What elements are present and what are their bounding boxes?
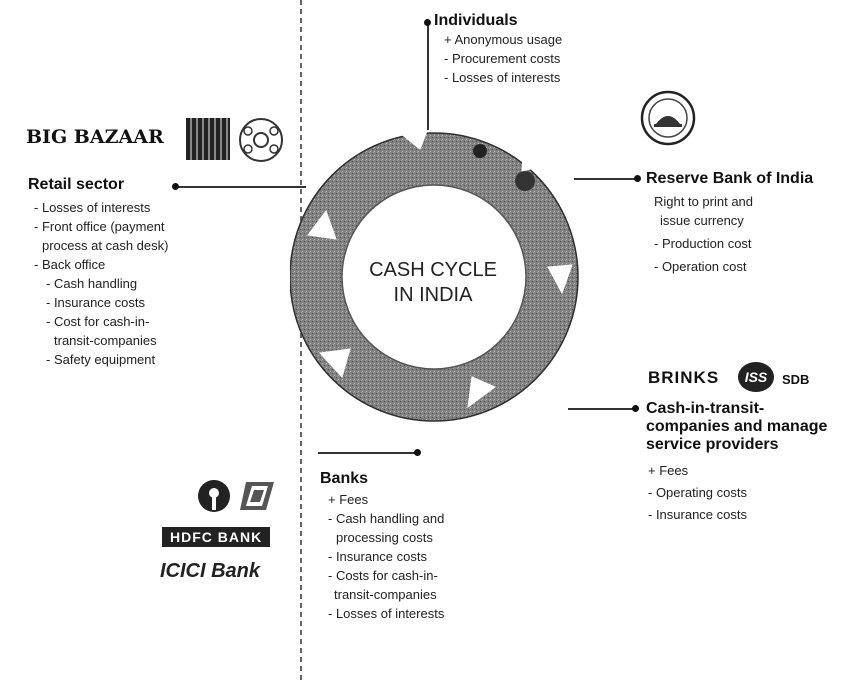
arrow-segment-6 bbox=[398, 122, 431, 150]
list-item: - Cash handling bbox=[46, 276, 138, 291]
connector-retail bbox=[176, 186, 306, 188]
list-item: - Production cost bbox=[654, 236, 752, 251]
list-item: - Operation cost bbox=[654, 259, 747, 274]
ring-center bbox=[341, 184, 527, 370]
retail-logo-icon bbox=[186, 118, 230, 160]
arrow-segment-5 bbox=[307, 209, 337, 240]
list-item: transit-companies bbox=[54, 333, 157, 348]
arrow-segment-3 bbox=[467, 376, 496, 409]
connector-dot-cit bbox=[632, 405, 639, 412]
list-item: + Fees bbox=[328, 492, 369, 507]
connector-rbi bbox=[574, 178, 638, 180]
cit-title-line1: Cash-in-transit- bbox=[646, 400, 765, 417]
cit-list: + Fees - Operating costs - Insurance cos… bbox=[648, 460, 827, 526]
individuals-block: Individuals + Anonymous usage - Procurem… bbox=[434, 12, 562, 87]
list-item: - Cash handling and bbox=[328, 511, 445, 526]
list-item: - Insurance costs bbox=[648, 507, 747, 522]
cit-title-line3: service providers bbox=[646, 436, 779, 453]
banks-title: Banks bbox=[320, 470, 369, 487]
banks-block: Banks + Fees - Cash handling and process… bbox=[320, 470, 444, 623]
list-item: Right to print and bbox=[654, 194, 754, 209]
individuals-list: + Anonymous usage - Procurement costs - … bbox=[444, 30, 562, 87]
list-item: - Front office (payment bbox=[34, 219, 165, 234]
bob-logo-icon bbox=[240, 482, 274, 510]
list-item: - Losses of interests bbox=[328, 606, 445, 621]
center-title: CASH CYCLE IN INDIA bbox=[358, 258, 508, 308]
list-item: - Insurance costs bbox=[328, 549, 427, 564]
list-item: - Back office bbox=[34, 257, 106, 272]
list-item: processing costs bbox=[336, 530, 433, 545]
ring-band bbox=[290, 133, 578, 421]
list-item: transit-companies bbox=[334, 587, 437, 602]
brinks-logo: BRINKS bbox=[648, 368, 720, 387]
list-item: issue currency bbox=[660, 213, 744, 228]
arrow-segment-1 bbox=[521, 141, 550, 172]
banks-list: + Fees - Cash handling and processing co… bbox=[328, 490, 444, 623]
cit-title-line2: companies and manage bbox=[646, 418, 828, 435]
cash-cycle-ring bbox=[290, 122, 579, 422]
sbi-logo-icon bbox=[198, 480, 230, 512]
retail-list: - Losses of interests - Front office (pa… bbox=[34, 198, 168, 369]
list-item: - Losses of interests bbox=[444, 70, 561, 85]
list-item: - Losses of interests bbox=[34, 200, 151, 215]
vertical-divider bbox=[300, 0, 302, 682]
icici-logo: ICICI Bank bbox=[160, 560, 261, 582]
list-item: - Safety equipment bbox=[46, 352, 156, 367]
arrow-segment-4 bbox=[318, 348, 351, 378]
connector-banks bbox=[318, 452, 418, 454]
connector-dot-banks bbox=[414, 449, 421, 456]
hdfc-logo: HDFC BANK bbox=[162, 527, 271, 547]
iss-logo: ISS bbox=[738, 362, 774, 392]
sdb-logo: SDB bbox=[782, 372, 810, 387]
rbi-block: Reserve Bank of India Right to print and… bbox=[646, 170, 813, 276]
individuals-title: Individuals bbox=[434, 12, 518, 29]
connector-cit bbox=[568, 408, 636, 410]
list-item: - Operating costs bbox=[648, 485, 747, 500]
list-item: - Costs for cash-in- bbox=[328, 568, 438, 583]
connector-dot-rbi bbox=[634, 175, 641, 182]
list-item: - Procurement costs bbox=[444, 51, 561, 66]
rbi-emblem-icon bbox=[640, 90, 696, 146]
list-item: - Cost for cash-in- bbox=[46, 314, 150, 329]
connector-dot-individuals bbox=[424, 19, 431, 26]
cit-block: Cash-in-transit- companies and manage se… bbox=[646, 400, 827, 526]
retail-block: Retail sector - Losses of interests - Fr… bbox=[28, 176, 168, 369]
rbi-title: Reserve Bank of India bbox=[646, 170, 814, 187]
list-item: + Fees bbox=[648, 463, 689, 478]
retail-round-logo-icon bbox=[239, 118, 283, 162]
arrow-segment-2 bbox=[547, 264, 573, 295]
rbi-list: Right to print and issue currency - Prod… bbox=[654, 192, 813, 276]
list-item: process at cash desk) bbox=[42, 238, 169, 253]
bigbazaar-logo: BIG BAZAAR bbox=[26, 126, 164, 148]
retail-title: Retail sector bbox=[28, 176, 125, 193]
list-item: - Insurance costs bbox=[46, 295, 145, 310]
ring-accent-2 bbox=[515, 171, 535, 191]
list-item: + Anonymous usage bbox=[444, 32, 563, 47]
center-title-line1: CASH CYCLE bbox=[369, 259, 497, 281]
ring-accent-1 bbox=[473, 144, 487, 158]
connector-individuals bbox=[427, 22, 429, 130]
connector-dot-retail bbox=[172, 183, 179, 190]
center-title-line2: IN INDIA bbox=[393, 284, 473, 306]
